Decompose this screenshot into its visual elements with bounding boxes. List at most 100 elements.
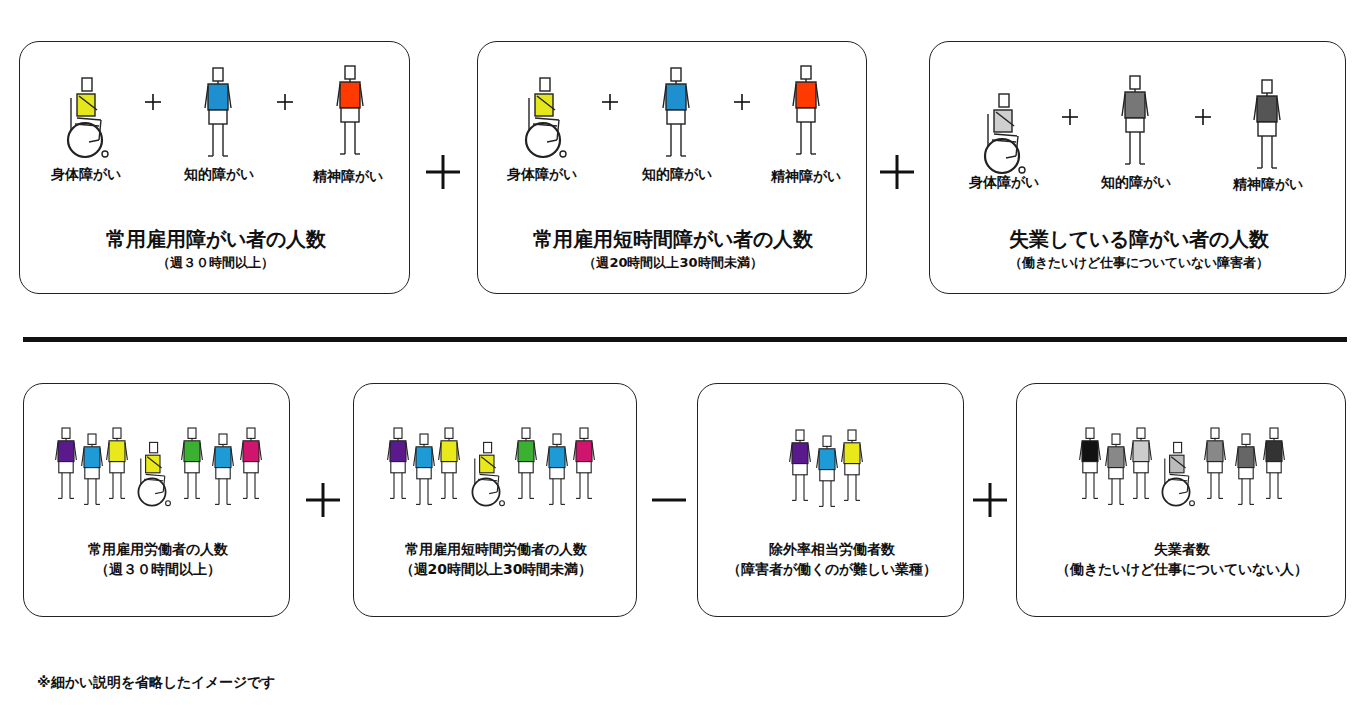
- figure-part: [667, 110, 685, 124]
- figure-part: [340, 82, 360, 108]
- figure-part: [518, 498, 522, 499]
- figure-part: [58, 498, 62, 499]
- box-subtitle: （週20時間以上30時間未満）: [583, 255, 762, 271]
- figure-part: [390, 498, 394, 499]
- figure-part: [77, 118, 101, 120]
- figure-part: [96, 504, 100, 505]
- figure-part: [817, 450, 819, 468]
- figure-part: [577, 462, 591, 473]
- figure-part: [1236, 448, 1238, 466]
- figure-part: [144, 479, 163, 481]
- figure-part: [489, 492, 497, 494]
- figure-part: [793, 84, 796, 106]
- rounded-box: 失業者数（働きたいけど仕事についていない人）: [1016, 383, 1346, 617]
- figure-part: [226, 479, 227, 505]
- figure-part: [820, 470, 834, 481]
- figure-part: [1006, 156, 1016, 158]
- standing-person: [817, 436, 838, 506]
- figure-caption: 知的障がい: [184, 166, 254, 183]
- rounded-box: 身体障がい知的障がい精神障がい常用雇用障がい者の人数（週３０時間以上）: [19, 41, 410, 294]
- figure-part: [549, 447, 565, 468]
- figure-caption: 身体障がい: [507, 166, 577, 183]
- figure-part: [1190, 501, 1195, 506]
- figure-part: [95, 479, 96, 505]
- figure-part: [74, 442, 76, 460]
- wheelchair-person: [985, 94, 1025, 173]
- figure-part: [681, 155, 686, 156]
- rounded-box: 常用雇用労働者の人数（週３０時間以上）: [23, 383, 290, 617]
- figure-part: [355, 153, 360, 154]
- figure-part: [996, 112, 1014, 126]
- figure-part: [576, 441, 592, 462]
- figure-part: [580, 428, 588, 438]
- figure-part: [1239, 468, 1253, 479]
- figure-part: [1122, 94, 1125, 116]
- figure-part: [588, 498, 592, 499]
- figure-part: [686, 86, 689, 108]
- box-subtitle: （週20時間以上30時間未満）: [400, 561, 593, 578]
- figure-part: [259, 442, 261, 460]
- standing-person: [793, 66, 819, 154]
- figure-part: [587, 473, 588, 499]
- figure-part: [1093, 473, 1094, 499]
- figure-part: [140, 458, 141, 484]
- figure-part: [1258, 122, 1276, 136]
- box-title: 常用雇用障がい者の人数: [106, 227, 326, 251]
- figure-part: [241, 442, 243, 460]
- figure-caption: 精神障がい: [771, 168, 841, 185]
- figure-part: [212, 124, 213, 156]
- figure-part: [550, 468, 564, 479]
- figure-part: [432, 448, 434, 466]
- box-subtitle: （働きたいけど仕事についていない人）: [1056, 561, 1308, 578]
- figure-part: [844, 443, 860, 464]
- figure-part: [113, 428, 121, 438]
- figure-part: [150, 442, 158, 452]
- figure-part: [1266, 498, 1270, 499]
- wheelchair-person: [526, 78, 566, 157]
- figure-part: [666, 155, 671, 156]
- box-title: 失業している障がい者の人数: [1009, 227, 1269, 251]
- figure-part: [360, 84, 363, 106]
- figure-part: [803, 475, 804, 501]
- standing-person: [574, 428, 595, 498]
- figure-part: [804, 500, 808, 501]
- figure-part: [1257, 96, 1277, 122]
- figure-part: [99, 120, 101, 140]
- figure-part: [1016, 136, 1018, 156]
- figure-caption: 知的障がい: [1101, 174, 1171, 191]
- figure-part: [560, 479, 561, 505]
- figure-part: [1170, 474, 1189, 476]
- figure-part: [439, 442, 441, 460]
- figure-part: [155, 492, 163, 494]
- figure-part: [205, 86, 208, 108]
- figure-part: [845, 464, 859, 475]
- standing-person: [388, 428, 409, 498]
- figure-part: [1136, 473, 1137, 499]
- figure-part: [985, 139, 1019, 173]
- figure-part: [797, 108, 815, 122]
- figure-part: [213, 448, 215, 466]
- figure-part: [393, 473, 394, 499]
- figure-part: [816, 84, 819, 106]
- figure-part: [1098, 442, 1100, 460]
- figure-part: [419, 479, 420, 505]
- box-subtitle: （働きたいけど仕事についていない障害者）: [1009, 255, 1269, 271]
- figure-part: [519, 462, 533, 473]
- wheelchair-person: [1162, 442, 1194, 505]
- figure-part: [1082, 498, 1086, 499]
- figure-part: [1082, 441, 1098, 462]
- figure-part: [1106, 448, 1108, 466]
- figure-part: [1264, 442, 1266, 460]
- figure-part: [184, 498, 188, 499]
- figure-part: [1137, 428, 1145, 438]
- figure-part: [109, 441, 125, 462]
- box-title: 常用雇用短時間障がい者の人数: [533, 227, 813, 251]
- standing-person: [1122, 76, 1148, 164]
- figure-part: [1131, 442, 1133, 460]
- figure-part: [801, 66, 811, 79]
- figure-part: [795, 475, 796, 501]
- figure-part: [844, 500, 848, 501]
- figure-part: [796, 430, 804, 440]
- figure-caption: 精神障がい: [313, 168, 383, 185]
- figure-part: [340, 153, 345, 154]
